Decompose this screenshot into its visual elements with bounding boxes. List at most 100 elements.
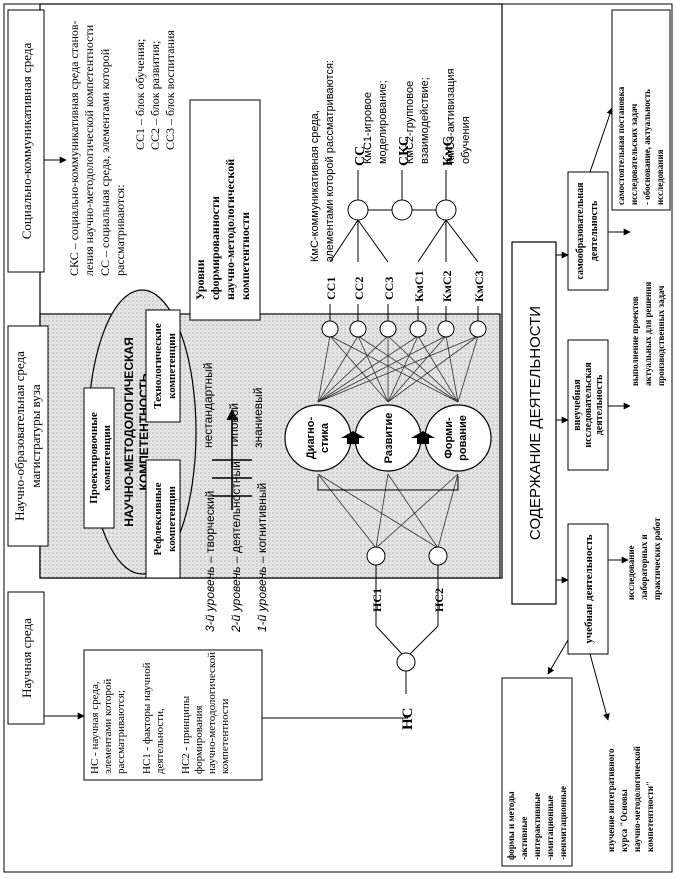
svg-text:стика: стика	[319, 422, 331, 453]
outcome-labs: исследование лабораторных и практических…	[626, 517, 662, 600]
study-activity-box: учебная деятельность	[567, 523, 609, 655]
svg-text:самообразовательная: самообразовательная	[575, 182, 586, 280]
svg-text:НС2 - принципы: НС2 - принципы	[180, 695, 192, 774]
top-small-nodes	[321, 320, 487, 338]
svg-text:знаниевый: знаниевый	[251, 387, 265, 448]
cc-items: СС1 – блок обучения; СС2 – блок развития…	[133, 30, 177, 150]
svg-text:элементами которой: элементами которой	[102, 679, 114, 774]
svg-text:формирования: формирования	[193, 705, 205, 774]
env-node-kms: КмС	[435, 136, 457, 221]
svg-text:Диагно-: Диагно-	[305, 417, 317, 460]
svg-text:СС1 – блок обучения;: СС1 – блок обучения;	[133, 39, 147, 150]
ns-links	[375, 565, 439, 694]
process-arrows	[341, 431, 435, 444]
outcome-forms: формы и методы -активные -интерактивные …	[501, 677, 573, 867]
top-label-kms3: КмС3	[472, 270, 486, 302]
env-node-skc: СКС	[391, 136, 413, 221]
ns-definition-box	[83, 649, 263, 781]
svg-text:СКС – социально-коммуникативна: СКС – социально-коммуникативная среда ст…	[67, 20, 81, 276]
svg-text:компетентности": компетентности"	[645, 781, 655, 852]
process-node-diagnostics: Диагно- стика	[284, 404, 352, 472]
svg-text:Развитие: Развитие	[383, 413, 395, 464]
outcome-projects: выполнение проектов актуальных для решен…	[630, 282, 666, 386]
social-environment-label: Социально-коммуникативная среда	[19, 43, 34, 240]
svg-text:типовой: типовой	[227, 403, 241, 448]
svg-text:компетенции: компетенции	[101, 424, 113, 490]
svg-text:актуальных для решения: актуальных для решения	[643, 282, 653, 386]
svg-text:исследования: исследования	[655, 149, 665, 205]
outcome-arrows	[547, 107, 631, 721]
outcome-self-research: самостоятельная постановка исследователь…	[611, 9, 671, 211]
svg-text:нестандартный: нестандартный	[201, 363, 215, 449]
top-label-cc3: СС3	[382, 277, 396, 300]
scientific-environment-box: Научная среда	[7, 591, 45, 725]
svg-text:сформированности: сформированности	[208, 196, 222, 300]
svg-text:СС2 – блок развития;: СС2 – блок развития;	[148, 41, 162, 150]
reflexive-competence-box: Рефлексивные компетенции	[145, 459, 181, 579]
svg-text:лабораторных и: лабораторных и	[639, 534, 649, 600]
svg-text:научно-методологической: научно-методологической	[206, 652, 218, 774]
svg-text:СКС: СКС	[397, 136, 412, 166]
svg-text:обучения: обучения	[460, 116, 472, 164]
svg-text:моделирование;: моделирование;	[377, 80, 389, 164]
social-environment-box: Социально-коммуникативная среда	[7, 9, 45, 273]
tech-competence-box: Технологические компетенции	[145, 309, 181, 423]
svg-text:элементами которой рассматрива: элементами которой рассматриваются:	[324, 60, 336, 262]
educational-environment-label-2: магистратуры вуза	[28, 384, 43, 488]
svg-text:1-й уровень – когнитивный: 1-й уровень – когнитивный	[255, 483, 269, 632]
svg-text:компетенции: компетенции	[166, 332, 178, 398]
svg-text:рассматриваются;: рассматриваются;	[115, 690, 127, 774]
svg-text:научно-методологической: научно-методологической	[632, 746, 642, 852]
svg-text:3-й уровень – творческий: 3-й уровень – творческий	[203, 491, 217, 632]
svg-text:взаимодействие;: взаимодействие;	[419, 77, 431, 164]
svg-text:-имитационные: -имитационные	[545, 795, 555, 860]
svg-text:-интерактивные: -интерактивные	[532, 793, 542, 860]
process-node-formation: Форми- рование	[424, 404, 492, 472]
ns-label: НС	[400, 708, 416, 731]
outcome-course: изучение интегративного курса "Основы на…	[606, 746, 655, 852]
ns-nodes	[366, 546, 448, 672]
svg-text:НС - научная среда,: НС - научная среда,	[89, 681, 101, 774]
skc-definition: СКС – социально-коммуникативная среда ст…	[67, 20, 127, 276]
svg-text:научно-методологической: научно-методологической	[223, 159, 237, 300]
top-label-kms1: КмС1	[412, 270, 426, 302]
svg-text:НС1 - факторы научной: НС1 - факторы научной	[141, 662, 153, 774]
svg-text:ления научно-методологической: ления научно-методологической компетентн…	[82, 24, 96, 276]
svg-text:СС3 – блок воспитания: СС3 – блок воспитания	[163, 30, 177, 150]
svg-text:самостоятельная постановка: самостоятельная постановка	[616, 86, 626, 205]
top-label-cc2: СС2	[352, 277, 366, 300]
level-ticks	[212, 459, 252, 497]
svg-text:Форми-: Форми-	[443, 417, 455, 459]
svg-text:деятельность: деятельность	[589, 200, 600, 261]
svg-text:формы и методы: формы и методы	[506, 791, 516, 860]
svg-text:Технологические: Технологические	[152, 323, 164, 409]
svg-text:производственных задач: производственных задач	[656, 286, 666, 386]
svg-text:Уровни: Уровни	[193, 259, 207, 300]
svg-text:НАУЧНО-МЕТОДОЛОГИЧЕСКАЯ: НАУЧНО-МЕТОДОЛОГИЧЕСКАЯ	[122, 337, 136, 526]
svg-text:исследование: исследование	[626, 545, 636, 600]
svg-text:деятельность: деятельность	[594, 374, 605, 435]
svg-text:изучение интегративного: изучение интегративного	[606, 748, 616, 852]
svg-text:рование: рование	[457, 415, 469, 461]
ns2-label: НС2	[432, 588, 446, 612]
svg-text:-активные: -активные	[519, 817, 529, 860]
activity-title: СОДЕРЖАНИЕ ДЕЯТЕЛЬНОСТИ	[527, 306, 544, 540]
svg-text:КмС2-групповое: КмС2-групповое	[404, 81, 416, 164]
scientific-environment-label: Научная среда	[19, 618, 34, 698]
level-tick-labels: нестандартный типовой знаниевый	[201, 363, 265, 449]
svg-text:выполнение проектов: выполнение проектов	[630, 296, 640, 386]
svg-text:учебная деятельность: учебная деятельность	[583, 534, 595, 643]
svg-text:КмС-коммуникативная среда,: КмС-коммуникативная среда,	[309, 110, 321, 262]
kms-definition: КмС-коммуникативная среда, элементами ко…	[309, 60, 336, 262]
svg-text:внеучебная: внеучебная	[572, 379, 583, 431]
educational-environment-label: Научно-образовательная среда	[12, 351, 27, 521]
network-lines	[317, 335, 479, 549]
svg-text:практических работ: практических работ	[652, 517, 662, 600]
educational-environment-box: Научно-образовательная среда магистратур…	[7, 325, 49, 547]
svg-text:компетенции: компетенции	[166, 485, 178, 551]
svg-text:Рефлексивные: Рефлексивные	[152, 482, 164, 555]
process-bracket	[317, 476, 459, 491]
svg-text:исследовательских задач: исследовательских задач	[629, 104, 639, 205]
design-competence-box: Проектировочные компетенции	[83, 387, 115, 529]
